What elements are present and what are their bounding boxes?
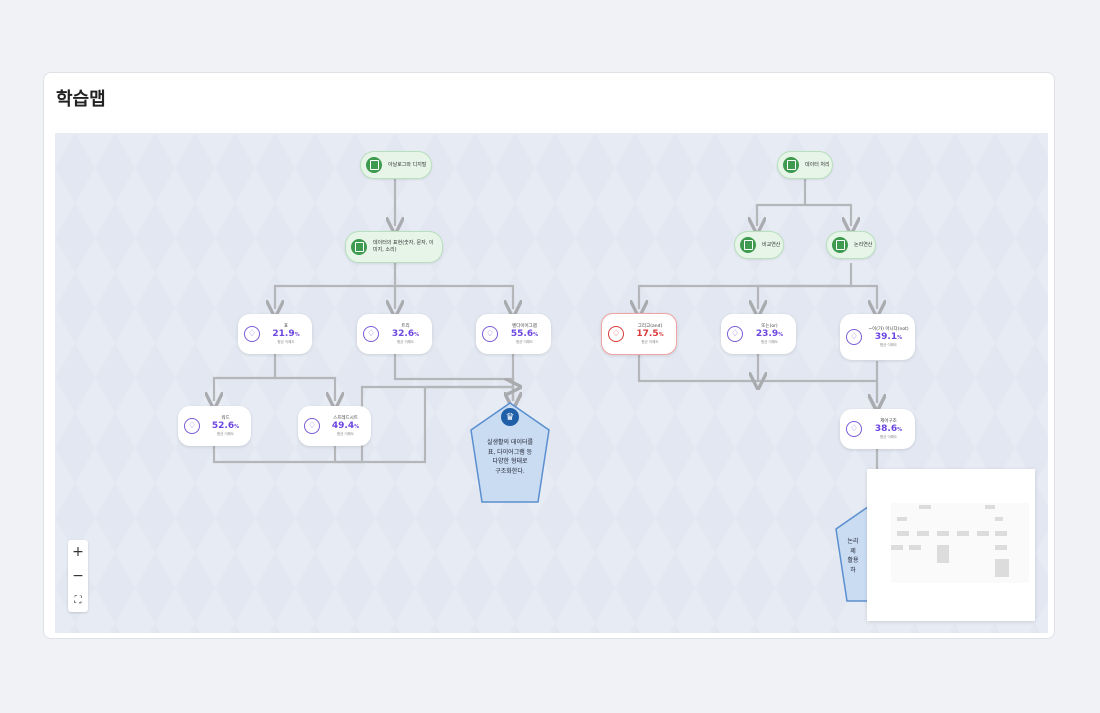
skill-name: 또는(or): [761, 324, 778, 330]
topic-node-data-processing[interactable]: 데이터 처리: [777, 151, 833, 179]
skill-score: 32.6%: [391, 329, 420, 340]
topic-label: 논리연산: [854, 241, 873, 248]
lightbulb-icon: ♢: [608, 326, 624, 342]
goal-text: 논리 제 활용 하: [847, 538, 859, 574]
goal-node-structure-data[interactable]: ♛ 실생활의 데이터를 표, 다이어그램 등 다양한 형태로 구조화한다.: [468, 400, 552, 506]
skill-caption: 평균 이해도: [641, 339, 659, 344]
zoom-controls: + − ⛶: [68, 540, 88, 612]
skill-score: 55.6%: [510, 329, 539, 340]
goal-text: 실생활의 데이터를 표, 다이어그램 등 다양한 형태로 구조화한다.: [486, 439, 534, 475]
skill-caption: 평균 이해도: [216, 431, 235, 436]
lightbulb-icon: ♢: [727, 326, 743, 342]
skill-score: 49.4%: [331, 421, 360, 432]
topic-node-comparison[interactable]: 비교연산: [734, 231, 784, 259]
lightbulb-icon: ♢: [304, 418, 320, 434]
topic-label: 아날로그와 디지털: [388, 161, 427, 168]
device-icon: [740, 237, 756, 253]
skill-score: 39.1%: [874, 332, 903, 343]
edges: [214, 179, 877, 513]
skill-name: 벤다이어그램: [512, 324, 537, 330]
skill-node-or[interactable]: ♢ 또는(or)23.9%평균 이해도: [721, 314, 796, 354]
topic-label: 데이터의 표현(숫자, 문자, 이미지, 소리): [373, 240, 434, 253]
skill-name: 그리고(and): [637, 324, 663, 330]
lightbulb-icon: ♢: [846, 329, 862, 345]
zoom-in-button[interactable]: +: [72, 544, 84, 560]
topic-node-data-representation[interactable]: 데이터의 표현(숫자, 문자, 이미지, 소리): [345, 231, 443, 263]
device-icon: [351, 239, 367, 255]
skill-caption: 평균 이해도: [760, 339, 779, 344]
skill-name: 트리: [401, 324, 410, 330]
device-icon: [783, 157, 799, 173]
lightbulb-icon: ♢: [363, 326, 379, 342]
skill-caption: 평균 이해도: [879, 434, 898, 439]
device-icon: [832, 237, 848, 253]
trophy-icon: ♛: [501, 408, 519, 426]
skill-score: 17.5%: [636, 329, 664, 340]
redacted-popup: [867, 469, 1035, 621]
map-canvas[interactable]: 아날로그와 디지털 데이터의 표현(숫자, 문자, 이미지, 소리) 데이터 처…: [55, 133, 1048, 633]
topic-node-analog-digital[interactable]: 아날로그와 디지털: [360, 151, 432, 179]
skill-name: 워드: [221, 416, 230, 422]
map-background: [55, 133, 1048, 633]
skill-score: 23.9%: [755, 329, 784, 340]
skill-name: 스프레드시트: [333, 416, 358, 422]
lightbulb-icon: ♢: [244, 326, 260, 342]
goal-pentagon: [470, 402, 550, 503]
skill-caption: 평균 이해도: [515, 339, 534, 344]
skill-score: 38.6%: [874, 424, 903, 435]
skill-caption: 평균 이해도: [277, 339, 295, 344]
skill-name: 표: [283, 324, 289, 330]
lightbulb-icon: ♢: [482, 326, 498, 342]
zoom-out-button[interactable]: −: [72, 568, 84, 584]
skill-node-not[interactable]: ♢ ~이(가) 아니다(not)39.1%평균 이해도: [840, 314, 915, 360]
learning-map-panel: 학습맵: [43, 72, 1055, 639]
skill-caption: 평균 이해도: [396, 339, 415, 344]
skill-caption: 평균 이해도: [336, 431, 355, 436]
skill-name: ~이(가) 아니다(not): [868, 327, 909, 333]
skill-node-and[interactable]: ♢ 그리고(and)17.5%평균 이해도: [601, 313, 677, 355]
skill-score: 52.6%: [211, 421, 240, 432]
lightbulb-icon: ♢: [846, 421, 862, 437]
topic-node-logic[interactable]: 논리연산: [826, 231, 876, 259]
topic-label: 데이터 처리: [805, 161, 830, 168]
skill-score: 21.9%: [272, 329, 300, 340]
skill-caption: 평균 이해도: [879, 342, 898, 347]
skill-name: 제어구조: [880, 419, 897, 425]
topic-label: 비교연산: [762, 241, 781, 248]
device-icon: [366, 157, 382, 173]
panel-title: 학습맵: [56, 89, 106, 110]
lightbulb-icon: ♢: [184, 418, 200, 434]
fit-view-button[interactable]: ⛶: [74, 594, 82, 606]
